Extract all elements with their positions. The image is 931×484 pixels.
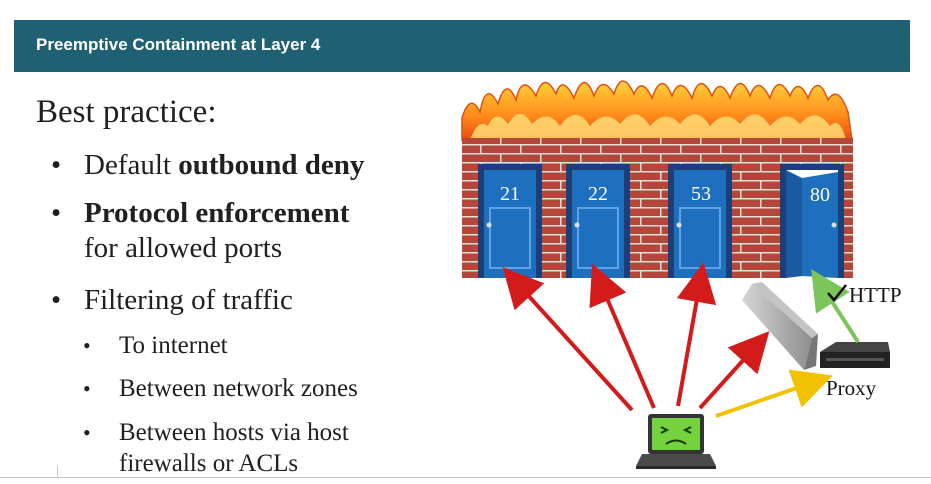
slide-title: Preemptive Containment at Layer 4 xyxy=(36,35,321,54)
bullet-filtering: • Filtering of traffic xyxy=(51,283,293,318)
blocked-arrow xyxy=(589,263,656,409)
sub-bullet-dot: • xyxy=(83,420,91,445)
concrete-barrier-icon xyxy=(742,282,818,370)
footer-tick xyxy=(57,466,58,477)
bullet-dot: • xyxy=(51,149,62,181)
proxy-label: Proxy xyxy=(826,376,877,400)
blocked-arrow xyxy=(502,267,634,412)
door-number: 53 xyxy=(691,183,711,205)
heading: Best practice: xyxy=(36,94,217,130)
door-number: 22 xyxy=(588,183,608,205)
sub-bullet-text-line2: firewalls or ACLs xyxy=(119,450,299,477)
footer-divider xyxy=(0,477,931,478)
bullet-text: Default xyxy=(84,149,179,181)
proxy-arrow xyxy=(715,369,833,418)
bullet-dot: • xyxy=(51,284,62,316)
door-icon: 21 xyxy=(478,164,542,278)
infected-laptop-icon xyxy=(636,414,716,469)
sub-bullet-hosts: • Between hosts via host firewalls or AC… xyxy=(83,417,349,479)
bullet-outbound-deny: • Default outbound deny xyxy=(51,148,365,183)
bullet-bold-text: outbound deny xyxy=(178,149,365,181)
allowed-arrow xyxy=(811,269,860,344)
blocked-arrow xyxy=(676,262,717,407)
bullet-protocol-enforcement: • Protocol enforcement for allowed ports xyxy=(51,196,350,266)
checkmark-icon xyxy=(827,284,847,302)
slide-header: Preemptive Containment at Layer 4 xyxy=(14,20,910,72)
bullet-text: Filtering of traffic xyxy=(84,284,293,316)
door-icon: 53 xyxy=(668,164,732,278)
bullet-bold-text: Protocol enforcement xyxy=(84,197,350,229)
proxy-router-icon xyxy=(820,342,890,368)
sub-bullet-dot: • xyxy=(83,333,91,358)
sub-bullet-zones: • Between network zones xyxy=(83,373,358,404)
sub-bullet-text: Between network zones xyxy=(119,375,358,402)
sub-bullet-text: Between hosts via host xyxy=(119,419,349,446)
http-label: HTTP xyxy=(849,283,902,307)
door-icon: 22 xyxy=(566,164,630,278)
bullet-text-line2: for allowed ports xyxy=(84,232,283,264)
door-number: 80 xyxy=(810,184,830,206)
sub-bullet-dot: • xyxy=(83,376,91,401)
blocked-arrow xyxy=(698,331,770,410)
sub-bullet-internet: • To internet xyxy=(83,330,228,361)
bullet-dot: • xyxy=(51,197,62,229)
sub-bullet-text: To internet xyxy=(119,332,228,359)
door-open-icon: 80 xyxy=(780,164,844,278)
fire-icon xyxy=(461,80,853,141)
door-number: 21 xyxy=(500,183,520,205)
